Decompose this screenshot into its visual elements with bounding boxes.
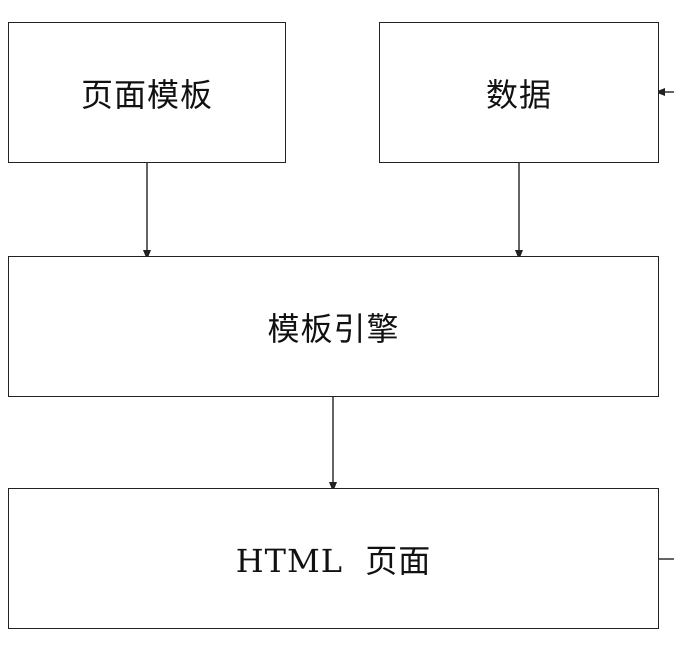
node-html-page: HTML 页面: [8, 488, 659, 629]
node-template-engine-label: 模板引擎: [267, 309, 400, 348]
node-data-label: 数据: [485, 75, 552, 114]
node-html-page-label: HTML 页面: [235, 541, 432, 580]
node-template-engine: 模板引擎: [8, 256, 659, 397]
node-page-template-label: 页面模板: [80, 75, 213, 114]
node-data: 数据: [379, 22, 659, 163]
node-page-template: 页面模板: [8, 22, 286, 163]
